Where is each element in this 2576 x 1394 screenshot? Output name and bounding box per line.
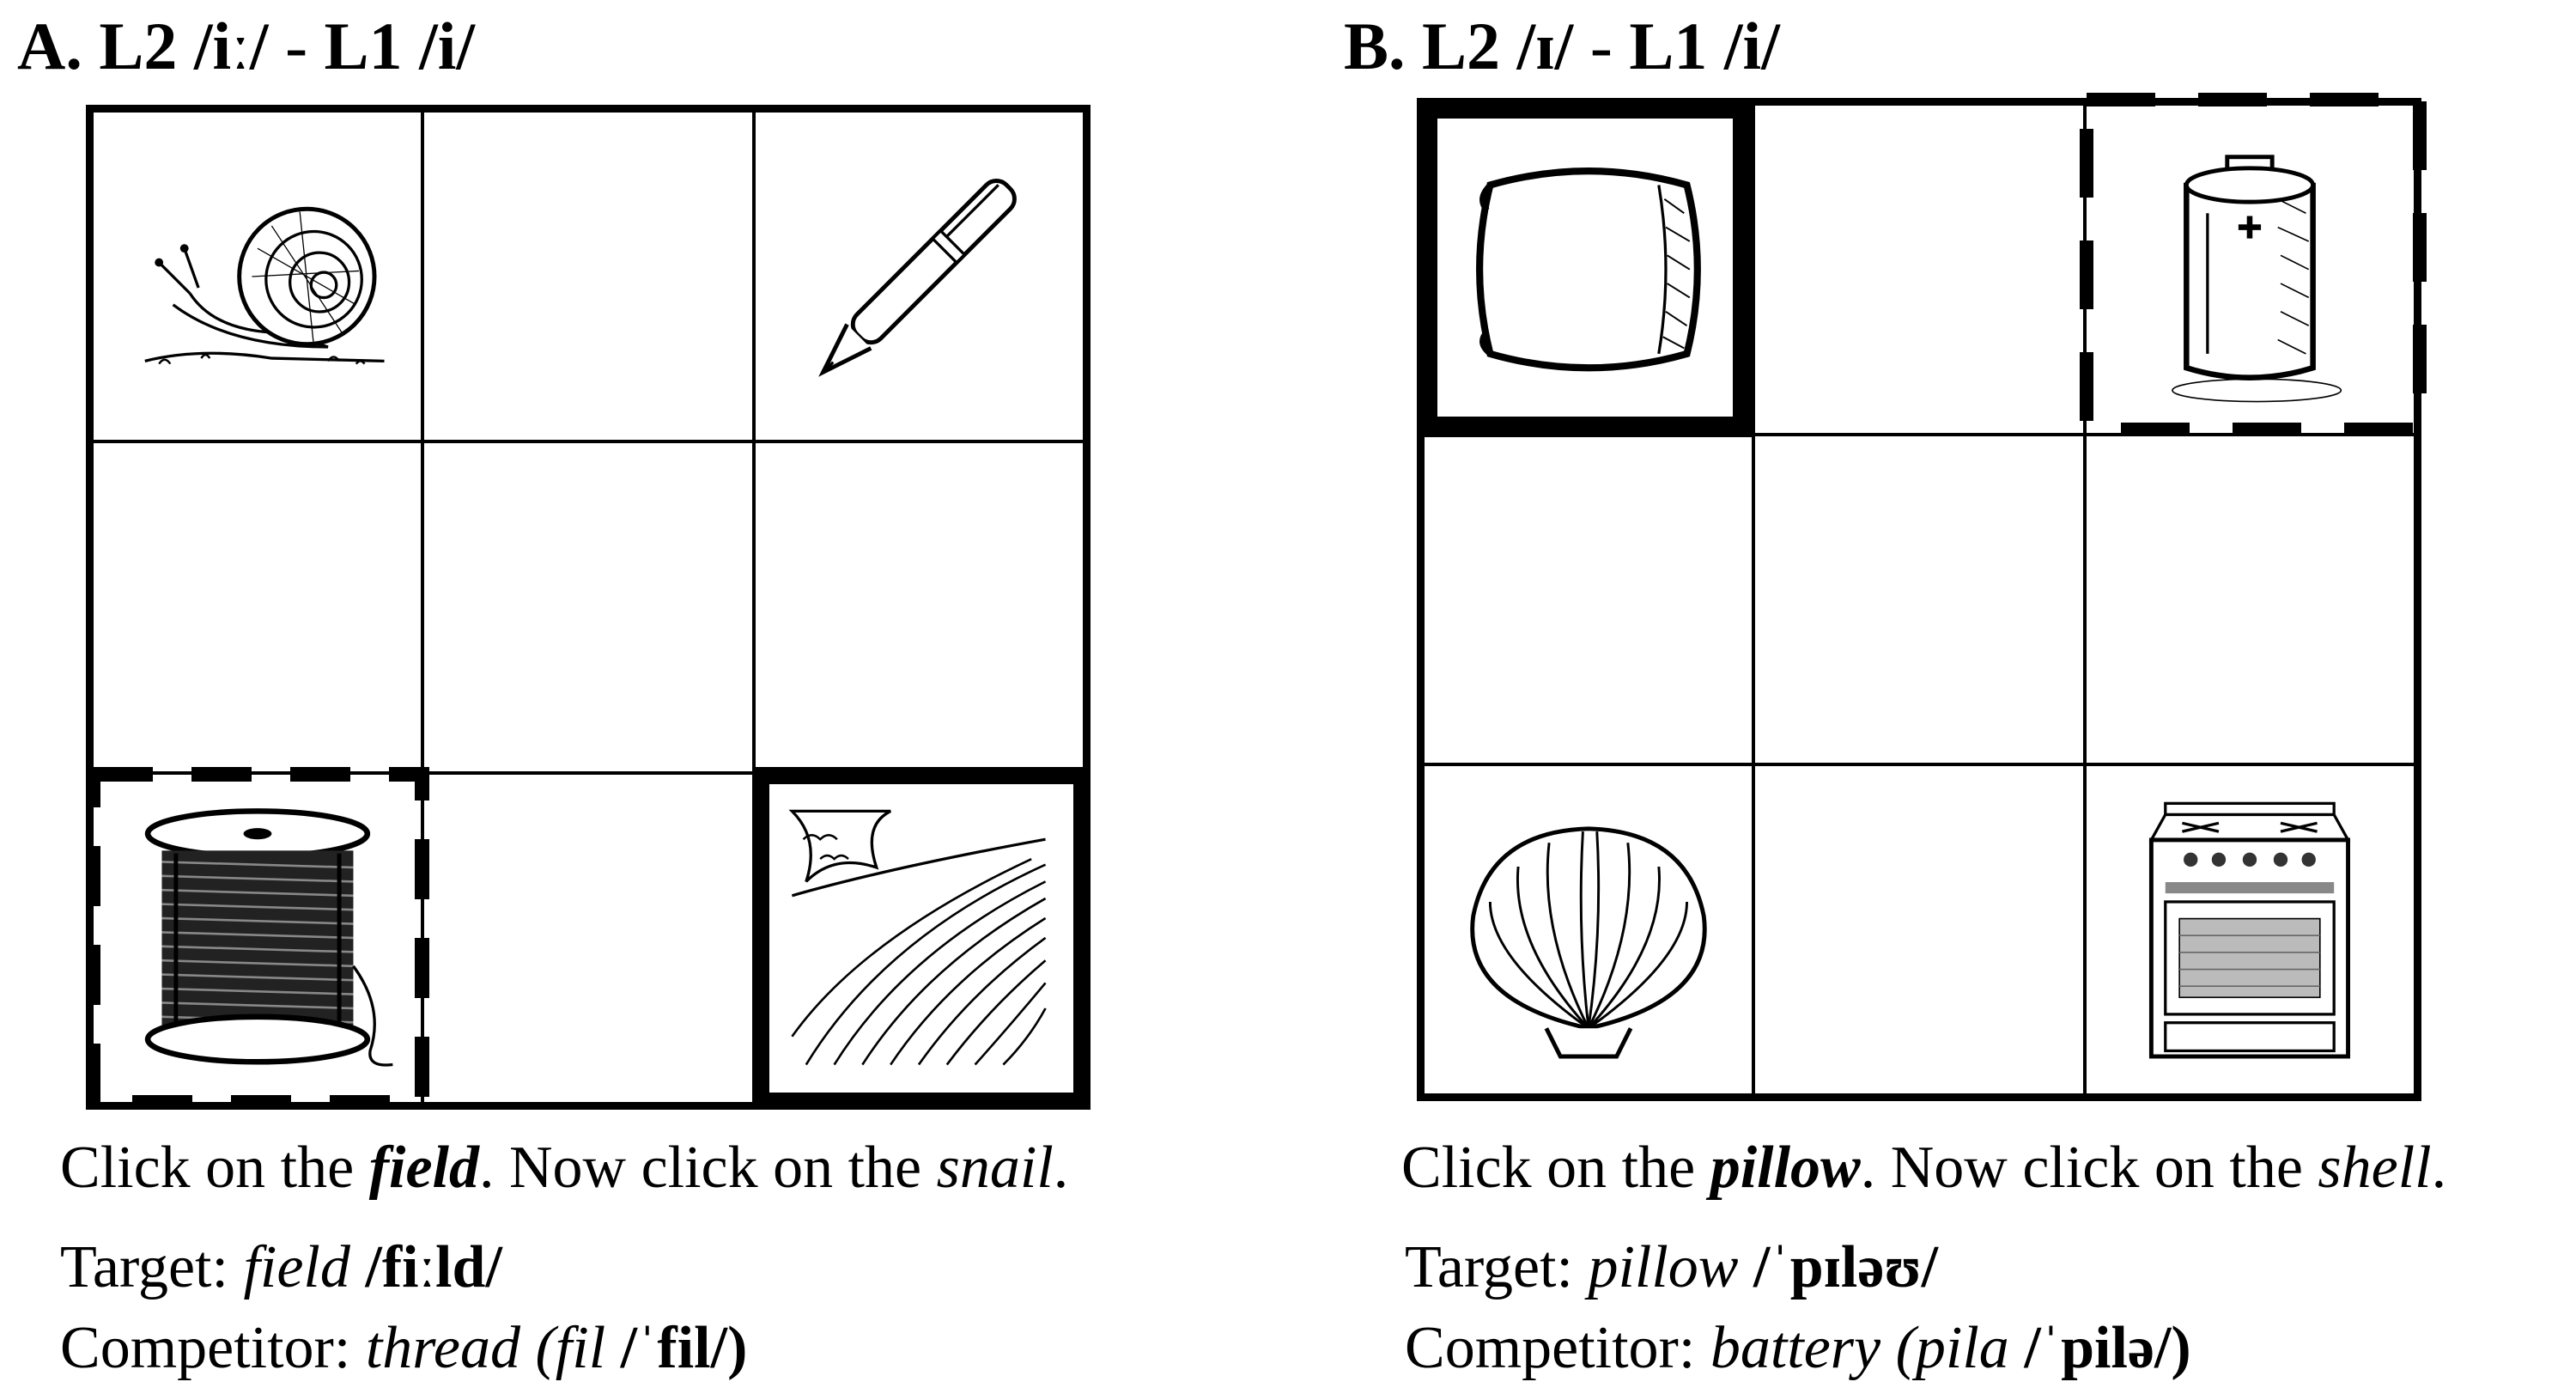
panel-a-l2: L2 /iː/ bbox=[99, 9, 269, 83]
panel-b-label: B. bbox=[1344, 9, 1406, 83]
grid-cell-empty[interactable] bbox=[422, 772, 754, 1104]
target-ipa: / bbox=[485, 1234, 502, 1300]
panel-a-sep: - bbox=[268, 9, 325, 83]
panel-a-label: A. bbox=[17, 9, 82, 83]
panel-b-instruction: Click on the pillow. Now click on the sh… bbox=[1401, 1132, 2446, 1204]
instruction-text: . bbox=[2431, 1135, 2447, 1201]
panel-a-heading: A. L2 /iː/ - L1 /i/ bbox=[17, 5, 475, 88]
target-ipa: ː bbox=[418, 1234, 436, 1300]
target-ipa: ld bbox=[435, 1234, 486, 1300]
grid-cell-stove[interactable] bbox=[2084, 764, 2415, 1095]
instruction-second-word: shell bbox=[2318, 1135, 2432, 1201]
pen-icon bbox=[818, 178, 1018, 377]
grid-cell-snail[interactable] bbox=[92, 111, 423, 442]
panel-a-competitor-line: Competitor: thread (fil /ˈfil/) bbox=[60, 1312, 747, 1385]
target-word: pillow bbox=[1588, 1234, 1739, 1300]
panel-b-heading: B. L2 /ɪ/ - L1 /i/ bbox=[1344, 5, 1780, 88]
instruction-second-word: snail bbox=[936, 1135, 1054, 1201]
panel-a-instruction: Click on the field. Now click on the sna… bbox=[60, 1132, 1068, 1204]
competitor-l1-word: (fil bbox=[519, 1315, 606, 1381]
field-icon bbox=[788, 810, 1048, 1066]
instruction-target-word: field bbox=[368, 1135, 479, 1201]
competitor-ipa: /ˈ bbox=[605, 1315, 658, 1381]
competitor-word: battery bbox=[1710, 1315, 1881, 1381]
competitor-l1-word: (pila bbox=[1880, 1315, 2009, 1381]
target-ipa: /ˈ bbox=[1738, 1234, 1790, 1300]
stove-icon bbox=[2148, 801, 2351, 1059]
grid-cell-empty[interactable] bbox=[1753, 104, 2085, 435]
grid-cell-field[interactable] bbox=[753, 772, 1084, 1104]
grid-cell-empty[interactable] bbox=[422, 111, 754, 442]
grid-cell-empty[interactable] bbox=[753, 441, 1084, 773]
panel-b-l1: L1 /i/ bbox=[1629, 9, 1780, 83]
grid-cell-pen[interactable] bbox=[753, 111, 1084, 442]
instruction-text: . Now click on the bbox=[478, 1135, 937, 1201]
grid-cell-empty[interactable] bbox=[422, 441, 754, 773]
panel-b-l2: L2 /ɪ/ bbox=[1422, 9, 1574, 83]
competitor-ipa: fil bbox=[657, 1315, 711, 1381]
instruction-text: Click on the bbox=[1401, 1135, 1710, 1201]
competitor-ipa: /) bbox=[2154, 1315, 2191, 1381]
panel-a-target-line: Target: field /fiːld/ bbox=[60, 1232, 502, 1304]
grid-cell-empty[interactable] bbox=[1423, 434, 1754, 765]
grid-cell-empty[interactable] bbox=[1753, 434, 2085, 765]
target-frame-field bbox=[752, 767, 1091, 1110]
competitor-label: Competitor: bbox=[1405, 1315, 1710, 1381]
grid-cell-empty[interactable] bbox=[1753, 764, 2085, 1095]
panel-b-grid bbox=[1417, 98, 2421, 1101]
instruction-text: . Now click on the bbox=[1860, 1135, 2318, 1201]
competitor-label: Competitor: bbox=[60, 1315, 366, 1381]
grid-cell-pillow[interactable] bbox=[1423, 104, 1754, 435]
target-ipa: / bbox=[349, 1234, 382, 1300]
grid-cell-empty[interactable] bbox=[2084, 434, 2415, 765]
thread-spool-icon bbox=[144, 808, 393, 1067]
panel-a-grid bbox=[86, 105, 1091, 1110]
competitor-word: thread bbox=[365, 1315, 520, 1381]
panel-b-competitor-line: Competitor: battery (pila /ˈpilə/) bbox=[1405, 1312, 2191, 1385]
target-ipa: pɪləʊ bbox=[1789, 1234, 1922, 1300]
grid-cell-thread[interactable] bbox=[92, 772, 423, 1104]
target-word: field bbox=[243, 1234, 350, 1300]
instruction-text: Click on the bbox=[60, 1135, 369, 1201]
snail-icon bbox=[144, 206, 385, 365]
target-ipa: / bbox=[1921, 1234, 1939, 1300]
instruction-text: . bbox=[1053, 1135, 1069, 1201]
grid-cell-shell[interactable] bbox=[1423, 764, 1754, 1095]
panel-a: A. L2 /iː/ - L1 /i/ bbox=[17, 5, 1091, 1385]
competitor-frame-thread bbox=[86, 767, 429, 1110]
competitor-frame-battery bbox=[2080, 93, 2427, 436]
panel-a-l1: L1 /i/ bbox=[324, 9, 476, 83]
pillow-icon bbox=[1475, 167, 1701, 371]
competitor-ipa: /) bbox=[710, 1315, 748, 1381]
shell-icon bbox=[1469, 826, 1707, 1059]
target-label: Target: bbox=[1405, 1234, 1589, 1300]
panel-b: B. L2 /ɪ/ - L1 /i/ bbox=[1288, 0, 2576, 1394]
battery-icon bbox=[2172, 154, 2342, 402]
grid-cell-battery[interactable] bbox=[2084, 104, 2415, 435]
target-frame-pillow bbox=[1417, 98, 1753, 437]
grid-cell-empty[interactable] bbox=[92, 441, 423, 773]
panel-b-sep: - bbox=[1573, 9, 1630, 83]
target-label: Target: bbox=[60, 1234, 244, 1300]
competitor-ipa: pilə bbox=[2061, 1315, 2154, 1381]
panel-b-target-line: Target: pillow /ˈpɪləʊ/ bbox=[1405, 1232, 1938, 1304]
target-frame-pillow-inner bbox=[1432, 113, 1738, 422]
instruction-target-word: pillow bbox=[1710, 1135, 1861, 1201]
competitor-ipa: /ˈ bbox=[2008, 1315, 2062, 1381]
target-ipa: fi bbox=[381, 1234, 419, 1300]
